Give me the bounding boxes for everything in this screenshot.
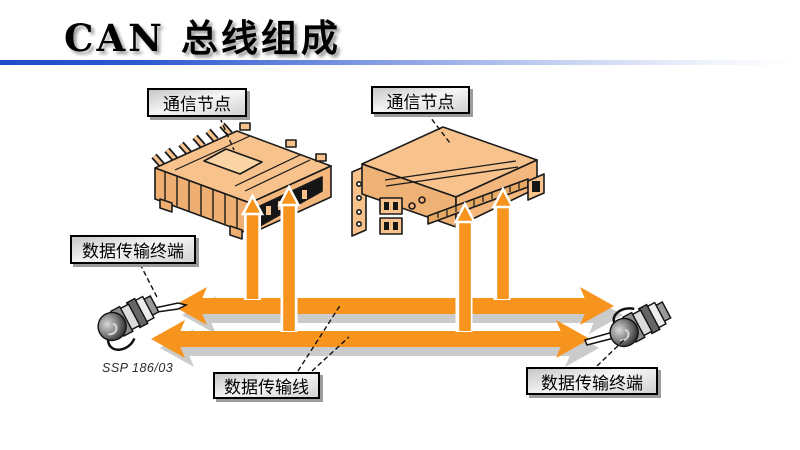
label-terminal-right: 数据传输终端 xyxy=(526,367,658,395)
label-bus-line: 数据传输线 xyxy=(213,372,320,399)
vertical-connector-3 xyxy=(453,201,477,332)
up-arrowhead-icon xyxy=(240,193,265,216)
ecu-right-illustration xyxy=(351,126,545,237)
terminator-clip-icon xyxy=(106,337,136,351)
up-arrowhead-icon xyxy=(453,201,477,224)
source-reference: SSP 186/03 xyxy=(102,361,174,375)
leader-bus-line-top xyxy=(297,303,342,372)
leader-terminal-left xyxy=(139,263,159,300)
label-comm-node-left: 通信节点 xyxy=(147,88,247,117)
up-arrowhead-icon xyxy=(491,186,515,209)
title-underline-rule xyxy=(0,60,800,65)
vertical-connector-1 xyxy=(240,193,265,300)
bus-arrow-right-icon xyxy=(556,320,590,358)
terminator-left-illustration xyxy=(97,295,189,351)
vertical-connector-2 xyxy=(277,184,301,332)
vertical-connector-4 xyxy=(491,186,515,300)
leader-terminal-right xyxy=(596,337,627,367)
label-terminal-right-text: 数据传输终端 xyxy=(541,373,643,393)
leader-comm-node-left xyxy=(219,117,235,151)
label-bus-line-text: 数据传输线 xyxy=(224,378,309,397)
label-terminal-left-text: 数据传输终端 xyxy=(82,242,184,261)
bus-arrow-left-icon xyxy=(151,320,185,358)
label-comm-node-right-text: 通信节点 xyxy=(386,92,455,112)
label-terminal-left: 数据传输终端 xyxy=(70,235,196,264)
leader-comm-node-right xyxy=(426,112,451,144)
up-arrowhead-icon xyxy=(277,184,301,207)
bus-arrow-left-icon xyxy=(173,287,207,325)
ecu-left-illustration xyxy=(151,122,332,240)
bus-bottom-line xyxy=(151,320,590,358)
terminator-right-illustration xyxy=(583,301,672,348)
label-comm-node-left-text: 通信节点 xyxy=(163,95,231,114)
page-title: CAN 总线组成 xyxy=(64,16,341,60)
bus-arrow-right-icon xyxy=(580,287,614,325)
ecu-fins-icon xyxy=(151,122,233,168)
leader-lines xyxy=(139,112,627,372)
label-comm-node-right: 通信节点 xyxy=(371,86,470,114)
leader-bus-line-bottom xyxy=(311,336,350,372)
